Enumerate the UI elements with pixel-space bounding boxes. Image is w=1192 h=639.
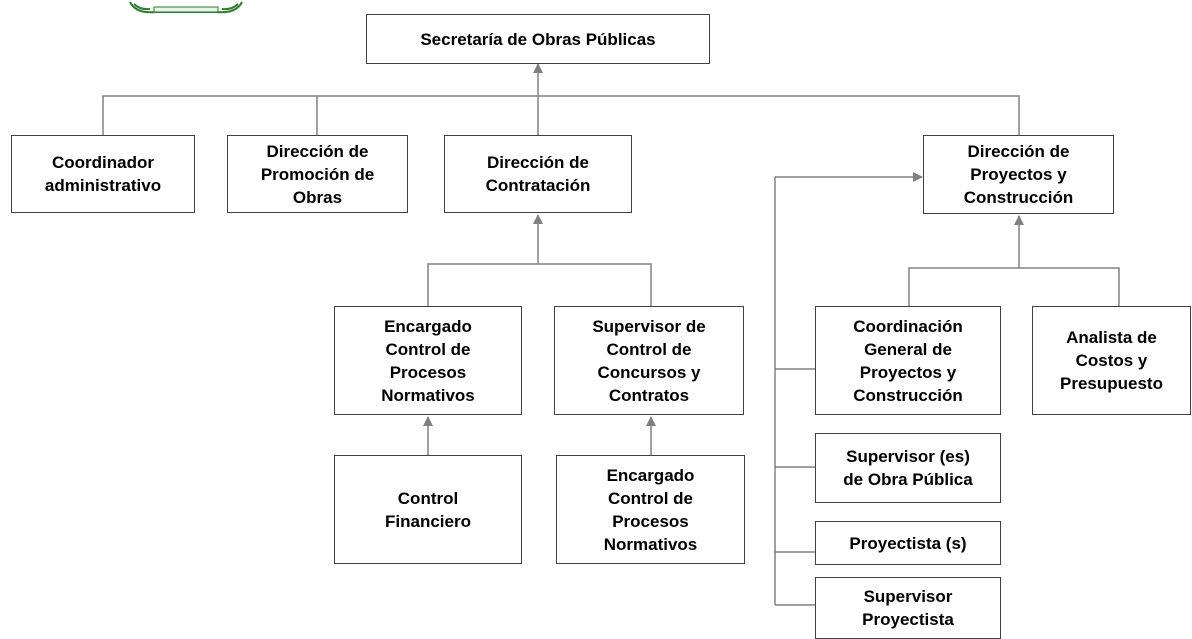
node-supervisor-obra-publica: Supervisor (es) de Obra Pública	[815, 433, 1001, 503]
node-coordinador-administrativo: Coordinador administrativo	[11, 135, 195, 213]
node-supervisor-proyectista: Supervisor Proyectista	[815, 577, 1001, 639]
connector-contratacion-branch	[427, 263, 652, 306]
node-control-financiero: Control Financiero	[334, 455, 522, 564]
node-direccion-proyectos-construccion: Dirección de Proyectos y Construcción	[923, 135, 1114, 214]
connector-proyectos-branch	[908, 267, 1120, 306]
node-coordinacion-general-proyectos-construccion: Coordinación General de Proyectos y Cons…	[815, 306, 1001, 415]
organization-logo-emblem	[129, 1, 243, 14]
node-analista-costos-presupuesto: Analista de Costos y Presupuesto	[1032, 306, 1191, 415]
node-secretaria-obras-publicas: Secretaría de Obras Públicas	[366, 14, 710, 64]
node-direccion-promocion-obras: Dirección de Promoción de Obras	[227, 135, 408, 213]
node-encargado-control-procesos-normativos-2: Encargado Control de Procesos Normativos	[556, 455, 745, 564]
connector-root-branch	[102, 95, 1020, 135]
node-proyectista: Proyectista (s)	[815, 521, 1001, 565]
node-direccion-contratacion: Dirección de Contratación	[444, 135, 632, 213]
node-supervisor-control-concursos-contratos: Supervisor de Control de Concursos y Con…	[554, 306, 744, 415]
node-encargado-control-procesos-normativos: Encargado Control de Procesos Normativos	[334, 306, 522, 415]
